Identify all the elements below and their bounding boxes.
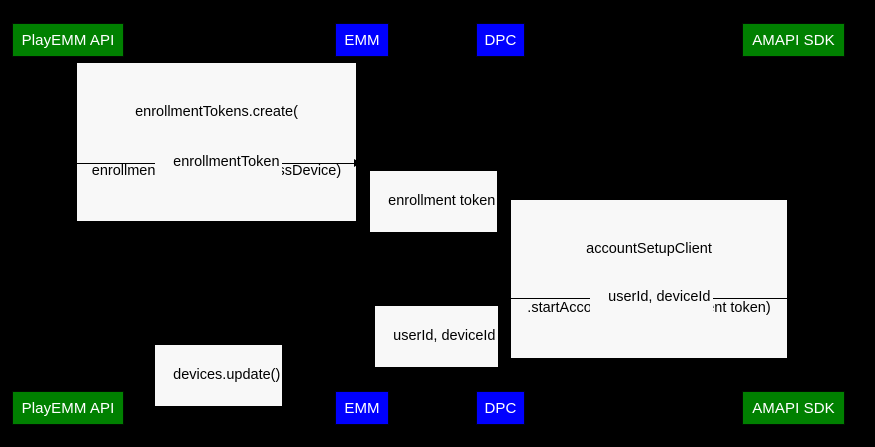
message-label-6-text: userId, deviceId	[393, 327, 496, 344]
message-label-2: enrollmentToken	[155, 132, 282, 193]
participant-dpc-top[interactable]: DPC	[476, 23, 525, 57]
participant-emm-top[interactable]: EMM	[335, 23, 389, 57]
message-label-2-text: enrollmentToken	[173, 153, 280, 170]
participant-label: PlayEMM API	[21, 31, 115, 49]
message-label-3: enrollment token	[370, 171, 498, 232]
participant-playemm-api-top[interactable]: PlayEMM API	[12, 23, 124, 57]
message-label-5-text: userId, deviceId	[608, 288, 711, 305]
message-label-5: userId, deviceId	[590, 267, 713, 328]
message-arrow-1	[68, 100, 75, 108]
participant-label: PlayEMM API	[21, 399, 115, 417]
participant-emm-bottom[interactable]: EMM	[335, 391, 389, 425]
message-arrow-5	[501, 294, 508, 302]
message-label-1-line1: enrollmentTokens.create(	[135, 104, 298, 120]
participant-amapi-sdk-bottom[interactable]: AMAPI SDK	[742, 391, 845, 425]
participant-label: DPC	[484, 31, 517, 49]
participant-label: AMAPI SDK	[752, 399, 835, 417]
participant-amapi-sdk-top[interactable]: AMAPI SDK	[742, 23, 845, 57]
message-label-4-line1: accountSetupClient	[586, 241, 712, 257]
message-arrow-7	[68, 372, 75, 380]
lifeline-amapi-sdk	[793, 57, 794, 382]
participant-label: AMAPI SDK	[752, 31, 835, 49]
message-label-3-text: enrollment token	[388, 192, 496, 209]
message-arrow-6	[362, 333, 369, 341]
message-label-7: devices.update()	[155, 345, 283, 406]
participant-playemm-api-bottom[interactable]: PlayEMM API	[12, 391, 124, 425]
participant-label: EMM	[344, 399, 380, 417]
participant-label: EMM	[344, 31, 380, 49]
lifeline-playemm-api	[67, 57, 68, 382]
message-arrow-4	[786, 246, 793, 254]
lifeline-dpc	[500, 57, 501, 382]
message-label-7-text: devices.update()	[173, 366, 281, 383]
message-arrow-2	[354, 159, 361, 167]
participant-dpc-bottom[interactable]: DPC	[476, 391, 525, 425]
message-label-6: userId, deviceId	[375, 306, 498, 367]
lifeline-emm	[361, 57, 362, 382]
participant-label: DPC	[484, 399, 517, 417]
